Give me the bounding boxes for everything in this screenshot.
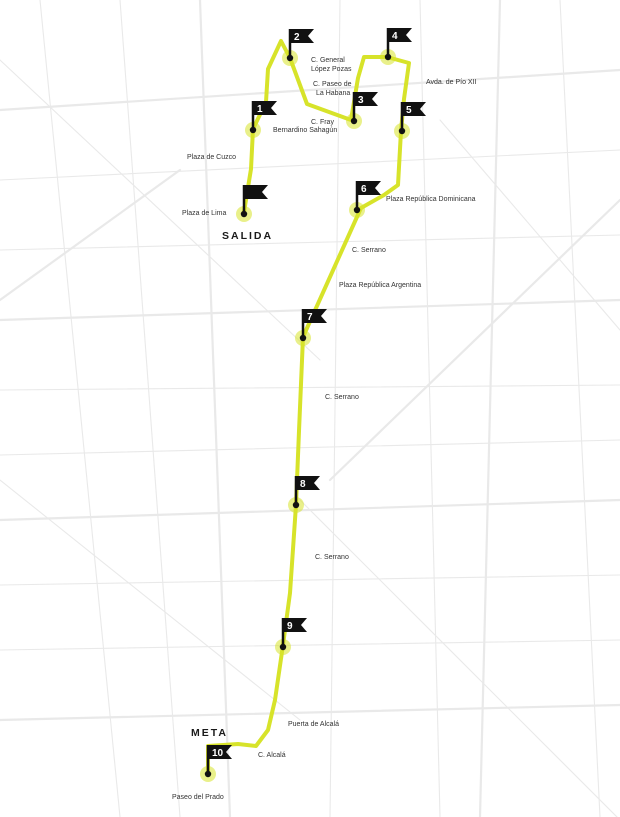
checkpoint-number: 9 (287, 621, 293, 632)
marker-dot (240, 210, 248, 218)
flag-banner (388, 28, 412, 42)
checkpoint-number: 4 (392, 31, 398, 42)
marker-dot (286, 54, 294, 62)
street-label: La Habana (316, 90, 350, 97)
street-line (299, 499, 618, 817)
checkpoint-flag-icon: 8 (288, 476, 320, 513)
checkpoint-flag-icon: 9 (275, 618, 307, 655)
street-label: Plaza República Dominicana (386, 196, 476, 203)
checkpoint-number: 6 (361, 184, 367, 195)
street-label: López Pozas (311, 66, 352, 73)
street-line (419, 0, 441, 817)
checkpoint-flag-icon: 7 (295, 309, 327, 346)
street-line (0, 384, 620, 391)
marker-dot (249, 126, 257, 134)
flag-banner (208, 745, 232, 759)
checkpoint-number: 1 (257, 104, 263, 115)
checkpoint-flag-icon: 4 (380, 28, 412, 65)
street-label: Plaza República Argentina (339, 282, 421, 289)
street-labels: C. General López Pozas C. Paseo de La Ha… (172, 57, 477, 801)
street-line (0, 59, 321, 361)
marker-dot (204, 770, 212, 778)
street-line (0, 234, 620, 251)
flag-banner (283, 618, 307, 632)
street-label: C. Fray (311, 119, 334, 126)
street-line (478, 0, 502, 817)
checkpoint-number: 10 (212, 748, 224, 759)
checkpoint-number: 7 (307, 312, 313, 323)
street-label: C. General (311, 57, 345, 64)
marker-dot (292, 501, 300, 509)
checkpoint-number: 8 (300, 479, 306, 490)
street-line (439, 119, 620, 331)
flag-banner (244, 185, 268, 199)
marker-dot (353, 206, 361, 214)
checkpoint-flag-icon: 5 (394, 102, 426, 139)
marker-dot (299, 334, 307, 342)
street-label: C. Paseo de (313, 81, 352, 88)
street-label: Bernardino Sahagún (273, 127, 337, 134)
checkpoint-number: 5 (406, 105, 412, 116)
marker-dot (384, 53, 392, 61)
marker-dot (350, 117, 358, 125)
flag-banner (290, 29, 314, 43)
street-label: C. Alcalá (258, 752, 286, 759)
marker-dot (279, 643, 287, 651)
street-line (0, 149, 620, 181)
flag-banner (354, 92, 378, 106)
checkpoint-flag-icon: 6 (349, 181, 381, 218)
street-label: Plaza de Cuzco (187, 154, 236, 161)
street-line (0, 439, 620, 456)
street-line (39, 0, 121, 817)
start-flag-icon (236, 185, 268, 222)
street-line (0, 639, 620, 651)
street-label: C. Serrano (325, 394, 359, 401)
checkpoint-markers: 1 2 3 4 5 6 7 8 9 10 (200, 28, 426, 782)
street-label: Puerta de Alcalá (288, 721, 339, 728)
street-line (0, 703, 620, 722)
street-label: Avda. de Pío XII (426, 79, 477, 86)
street-label: Plaza de Lima (182, 210, 226, 217)
checkpoint-flag-icon: 2 (282, 29, 314, 66)
checkpoint-flag-icon: 3 (346, 92, 378, 129)
street-label: Paseo del Prado (172, 794, 224, 801)
start-label: SALIDA (222, 230, 273, 242)
finish-label: META (191, 727, 228, 739)
street-label: C. Serrano (352, 247, 386, 254)
flag-banner (357, 181, 381, 195)
street-line (0, 68, 620, 112)
marker-dot (398, 127, 406, 135)
route-line (206, 39, 411, 776)
flag-banner (303, 309, 327, 323)
checkpoint-flag-icon: 10 (200, 745, 232, 782)
street-line (0, 574, 620, 586)
street-line (329, 0, 341, 817)
street-line (0, 168, 182, 302)
flag-banner (296, 476, 320, 490)
flag-banner (253, 101, 277, 115)
checkpoint-number: 2 (294, 32, 300, 43)
checkpoint-flag-icon: 1 (245, 101, 277, 138)
flag-banner (402, 102, 426, 116)
start-marker (236, 185, 268, 222)
street-line (0, 479, 301, 721)
street-line (198, 0, 232, 817)
street-line (119, 0, 181, 817)
street-label: C. Serrano (315, 554, 349, 561)
street-line (328, 198, 620, 482)
checkpoint-number: 3 (358, 95, 364, 106)
street-line (559, 0, 601, 817)
